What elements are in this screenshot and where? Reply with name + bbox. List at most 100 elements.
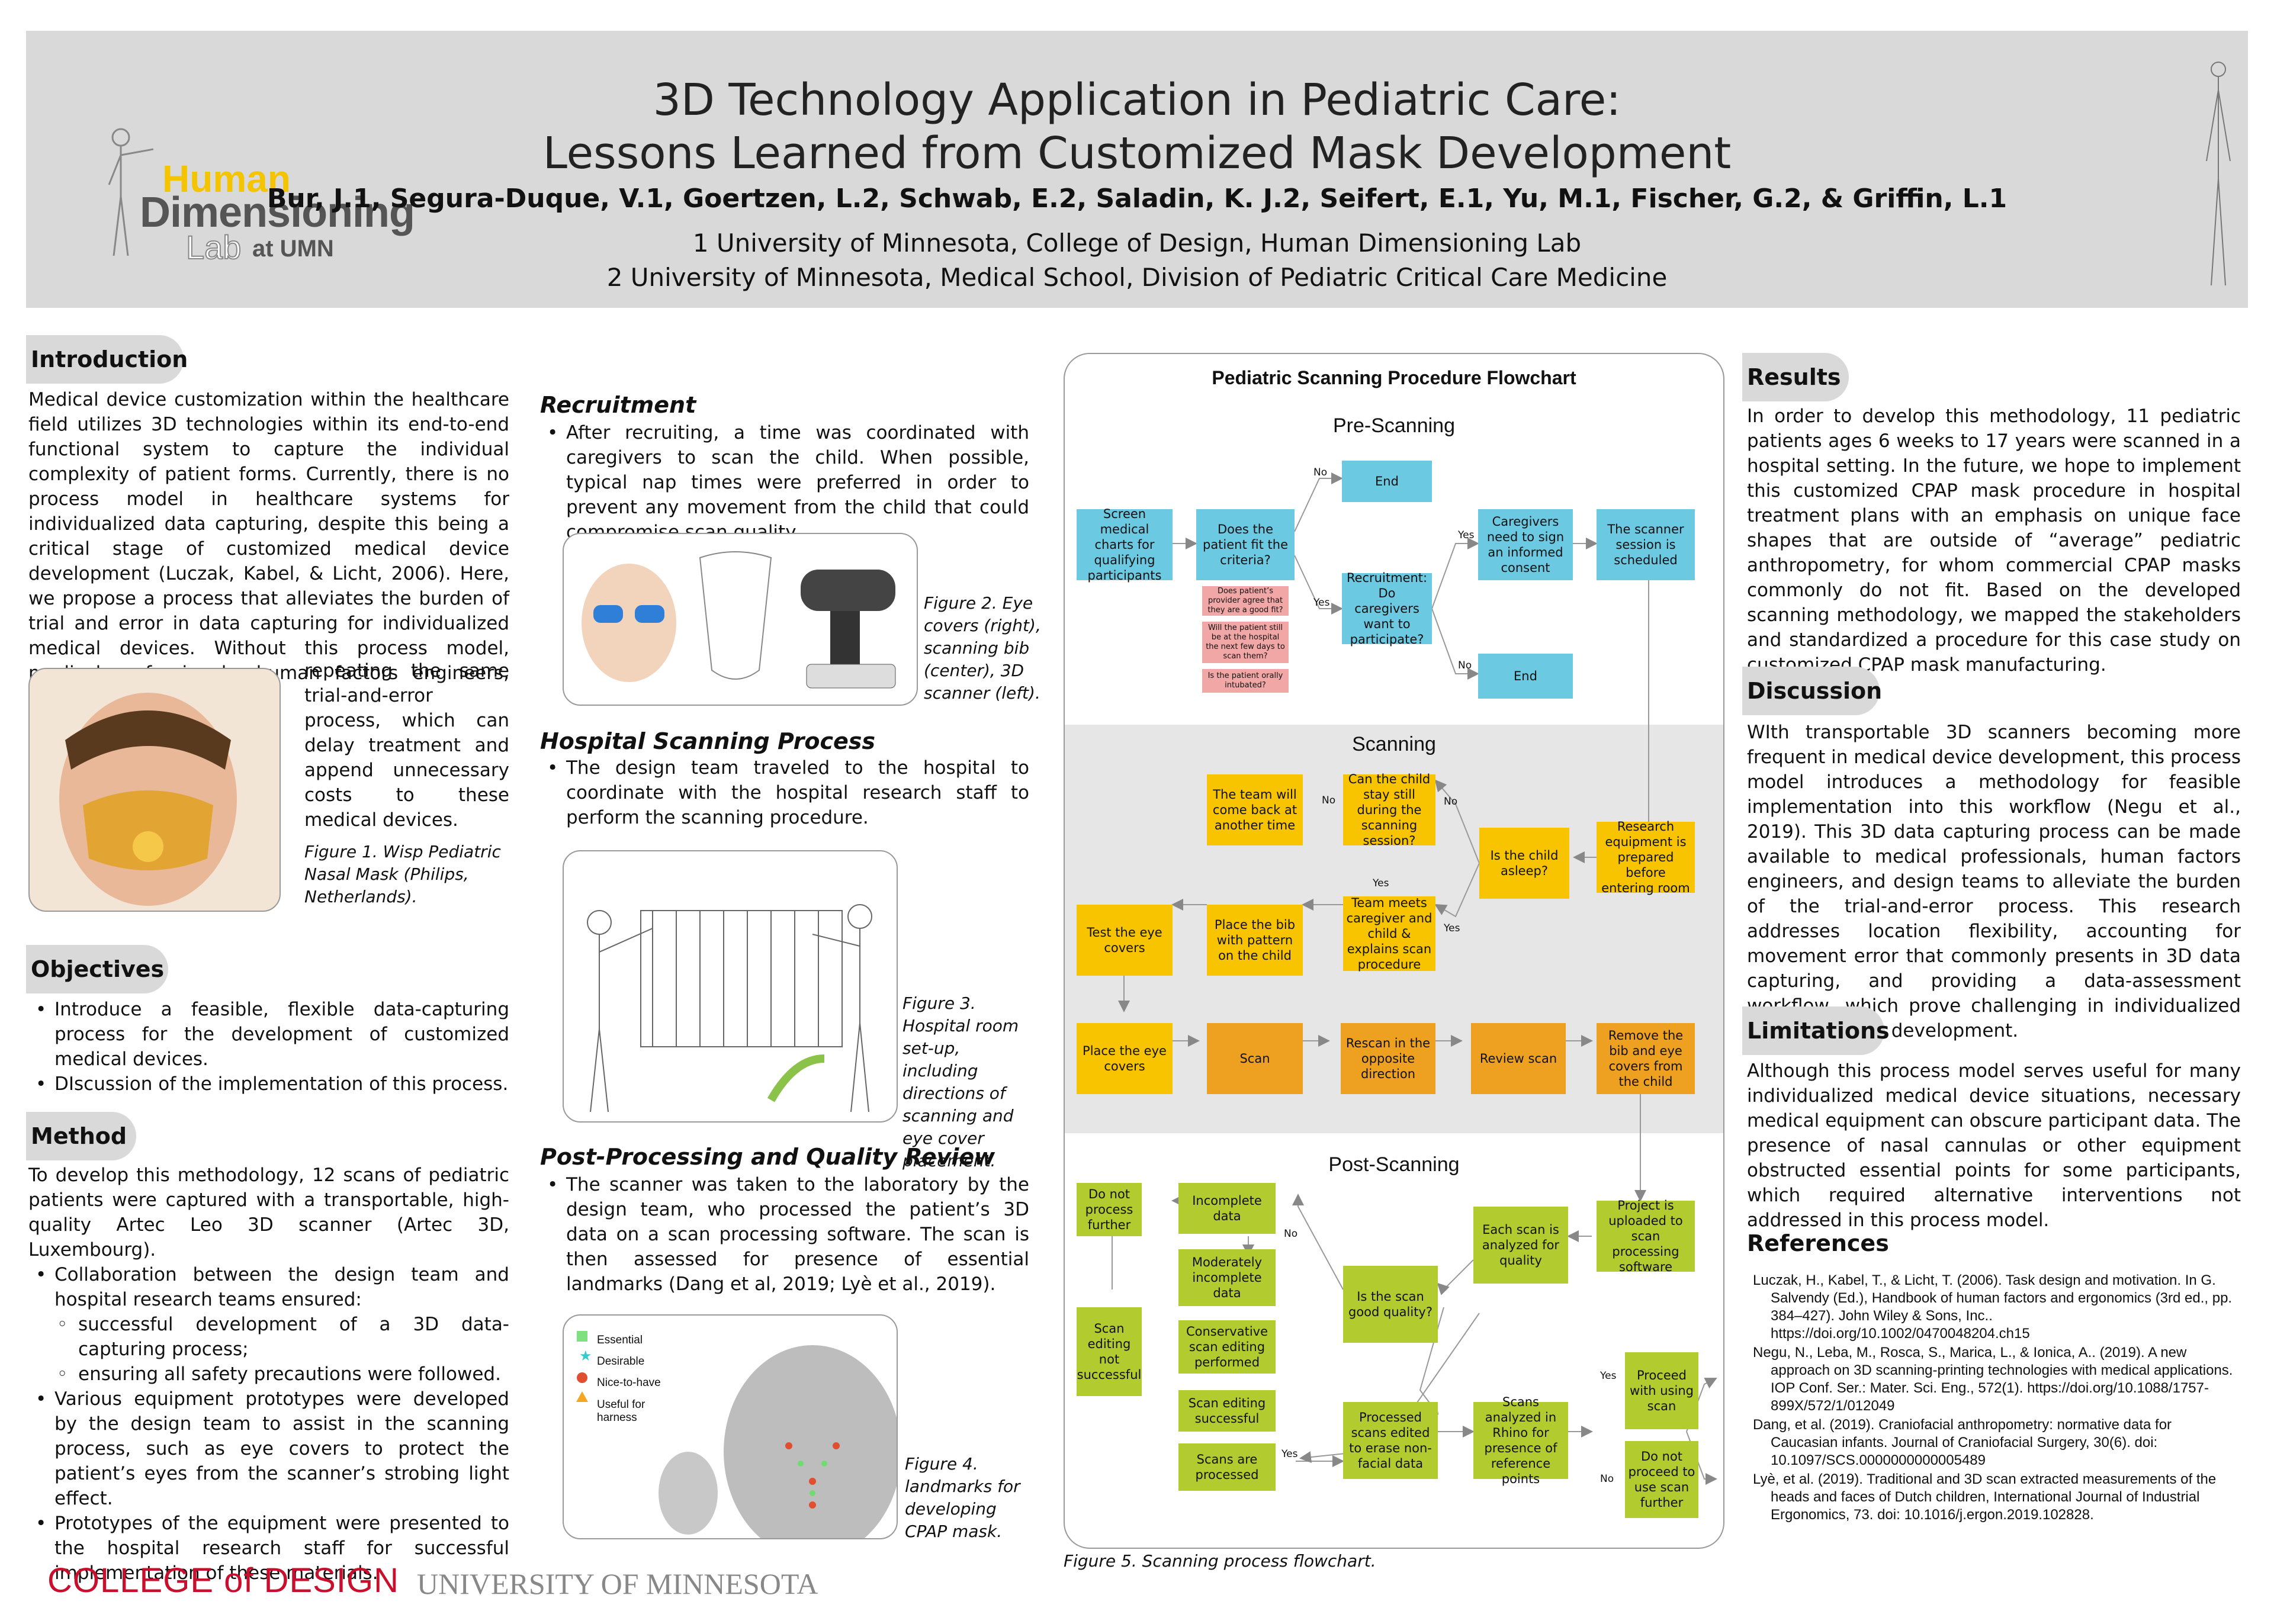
- legend-nice-to-have: Nice-to-have: [597, 1377, 661, 1389]
- footer-college-of-design: COLLEGE of DESIGN: [47, 1561, 399, 1600]
- flowchart-title: Pediatric Scanning Procedure Flowchart: [1212, 367, 1576, 388]
- reference-item: Dang, et al. (2019). Craniofacial anthro…: [1753, 1417, 2172, 1468]
- label-no: No: [1458, 660, 1472, 671]
- heading-hospital-scanning: Hospital Scanning Process: [540, 728, 876, 754]
- label-no: No: [1284, 1228, 1298, 1240]
- label-yes: Yes: [1313, 597, 1330, 609]
- box-edited-erase: Processed scans edited to erase non-faci…: [1343, 1402, 1438, 1479]
- logo-human: Human: [162, 157, 291, 200]
- room-setup-image: [587, 904, 872, 1112]
- section-introduction: Introduction: [26, 335, 188, 384]
- box-place-bib: Place the bib with pattern on the child: [1207, 905, 1303, 976]
- recruitment-list: After recruiting, a time was coordinated…: [540, 420, 1029, 545]
- label-yes: Yes: [1458, 529, 1475, 541]
- label-yes: Yes: [1373, 877, 1389, 889]
- lab-logo-figure-icon: [108, 128, 154, 256]
- label-no: No: [1600, 1473, 1614, 1485]
- label-yes: Yes: [1444, 922, 1460, 934]
- method-subitem: successful development of a 3D data-capt…: [28, 1312, 509, 1362]
- post-scanning-label: Post-Scanning: [1328, 1153, 1460, 1176]
- box-editing-successful: Scan editing successful: [1178, 1390, 1276, 1432]
- figure4-caption: Figure 4. landmarks for developing CPAP …: [905, 1454, 1020, 1541]
- limitations-text: Although this process model serves usefu…: [1747, 1060, 2241, 1231]
- heading-post-processing: Post-Processing and Quality Review: [540, 1144, 995, 1170]
- title-line1: 3D Technology Application in Pediatric C…: [653, 75, 1621, 126]
- intro-text-right: repeating the same trial-and-error proce…: [304, 660, 509, 831]
- method-subitem: ensuring all safety precautions were fol…: [28, 1362, 509, 1387]
- method-item: Collaboration between the design team an…: [28, 1262, 509, 1312]
- label-no: No: [1313, 467, 1328, 478]
- box-scans-processed: Scans are processed: [1178, 1443, 1276, 1491]
- box-end-2: End: [1478, 654, 1573, 699]
- box-moderately-incomplete: Moderately incomplete data: [1178, 1249, 1276, 1306]
- box-place-eye-covers: Place the eye covers: [1077, 1023, 1173, 1094]
- box-q-hospital: Will the patient still be at the hospita…: [1202, 622, 1289, 663]
- figure1-mask-photo: [28, 668, 281, 912]
- box-equipment-prepared: Research equipment is prepared before en…: [1597, 819, 1695, 895]
- objectives-list: Introduce a feasible, flexible data-capt…: [28, 997, 509, 1096]
- figure1-caption: Figure 1. Wisp Pediatric Nasal Mask (Phi…: [304, 842, 501, 906]
- box-rescan: Rescan in the opposite direction: [1341, 1023, 1435, 1094]
- svg-text:★: ★: [579, 1348, 592, 1364]
- footer-university: UNIVERSITY OF MINNESOTA: [417, 1567, 818, 1600]
- label-yes: Yes: [1281, 1448, 1298, 1460]
- box-q-provider: Does patient’s provider agree that they …: [1202, 586, 1289, 616]
- flowchart-panel: Pediatric Scanning Procedure Flowchart P…: [1064, 353, 1724, 1549]
- label-no: No: [1322, 795, 1336, 806]
- figure4-landmarks: ★ Essential Desirable Nice-to-have Usefu…: [563, 1314, 898, 1539]
- figure3-caption: Figure 3. Hospital room set-up, includin…: [902, 993, 1019, 1170]
- post-processing-list: The scanner was taken to the laboratory …: [540, 1172, 1029, 1297]
- box-asleep: Is the child asleep?: [1479, 828, 1569, 899]
- objective-item: Introduce a feasible, flexible data-capt…: [28, 997, 509, 1072]
- method-item: Prototypes of the equipment were present…: [28, 1511, 509, 1586]
- affiliation-2: 2 University of Minnesota, Medical Schoo…: [606, 263, 1668, 292]
- section-results: Results: [1742, 353, 1849, 401]
- heading-recruitment: Recruitment: [540, 392, 696, 418]
- box-consent: Caregivers need to sign an informed cons…: [1478, 509, 1573, 580]
- method-text: To develop this methodology, 12 scans of…: [28, 1163, 509, 1586]
- reference-item: Negu, N., Leba, M., Rosca, S., Marica, L…: [1753, 1345, 2233, 1414]
- section-references: References: [1747, 1230, 1889, 1256]
- section-discussion: Discussion: [1742, 667, 1882, 715]
- objective-item: DIscussion of the implementation of this…: [28, 1072, 509, 1096]
- discussion-text: WIth transportable 3D scanners becoming …: [1747, 722, 2241, 1041]
- face-landmarks-image: ★: [576, 1331, 897, 1538]
- human-dimensioning-lab-logo: Human Dimensioning Lab at UMN: [97, 120, 415, 274]
- reference-item: Luczak, H., Kabel, T., & Licht, T. (2006…: [1753, 1272, 2233, 1342]
- figure3-room-setup: [563, 850, 898, 1123]
- box-review-scan: Review scan: [1471, 1023, 1566, 1094]
- logo-dimensioning: Dimensioning: [140, 189, 415, 236]
- box-editing-not-successful: Scan editing not successful: [1077, 1307, 1142, 1396]
- method-item: Various equipment prototypes were develo…: [28, 1387, 509, 1511]
- box-rhino-analysis: Scans analyzed in Rhino for presence of …: [1473, 1395, 1568, 1486]
- box-remove-bib: Remove the bib and eye covers from the c…: [1597, 1023, 1695, 1094]
- box-recruitment: Recruitment: Do caregivers want to parti…: [1342, 571, 1432, 647]
- landmark-legend: Essential Desirable Nice-to-have Useful …: [597, 1330, 668, 1424]
- figure2-caption: Figure 2. Eye covers (right), scanning b…: [924, 593, 1041, 703]
- label-yes: Yes: [1600, 1370, 1617, 1382]
- method-sublist: successful development of a 3D data-capt…: [28, 1312, 509, 1387]
- legend-useful-harness: Useful for harness: [597, 1398, 645, 1424]
- recruitment-item: After recruiting, a time was coordinated…: [540, 420, 1029, 545]
- box-q-intubated: Is the patient orally intubated?: [1202, 669, 1289, 693]
- title-line2: Lessons Learned from Customized Mask Dev…: [542, 128, 1732, 179]
- section-limitations: Limitations: [1742, 1006, 1890, 1055]
- figure5-caption: Figure 5. Scanning process flowchart.: [1064, 1551, 1376, 1571]
- box-incomplete-data: Incomplete data: [1178, 1183, 1276, 1234]
- box-good-quality: Is the scan good quality?: [1343, 1266, 1438, 1343]
- affiliations: 1 University of Minnesota, College of De…: [26, 226, 2248, 295]
- logo-lab: Lab: [185, 229, 242, 266]
- box-screen-charts: Screen medical charts for qualifying par…: [1077, 507, 1173, 583]
- box-project-uploaded: Project is uploaded to scan processing s…: [1597, 1198, 1695, 1274]
- method-list: Collaboration between the design team an…: [28, 1262, 509, 1312]
- box-test-eye-covers: Test the eye covers: [1077, 905, 1173, 976]
- box-session-scheduled: The scanner session is scheduled: [1597, 509, 1695, 580]
- references-list: Luczak, H., Kabel, T., & Licht, T. (2006…: [1753, 1272, 2238, 1525]
- post-processing-item: The scanner was taken to the laboratory …: [540, 1172, 1029, 1297]
- reference-item: Lyè, et al. (2019). Traditional and 3D s…: [1753, 1471, 2217, 1523]
- box-do-not-proceed: Do not proceed to use scan further: [1625, 1441, 1698, 1518]
- standing-figure-icon: [2206, 62, 2231, 286]
- figure2-equipment: [563, 533, 918, 706]
- poster-header: Human Dimensioning Lab at UMN 3D Technol…: [26, 31, 2248, 308]
- legend-desirable: Desirable: [597, 1355, 645, 1368]
